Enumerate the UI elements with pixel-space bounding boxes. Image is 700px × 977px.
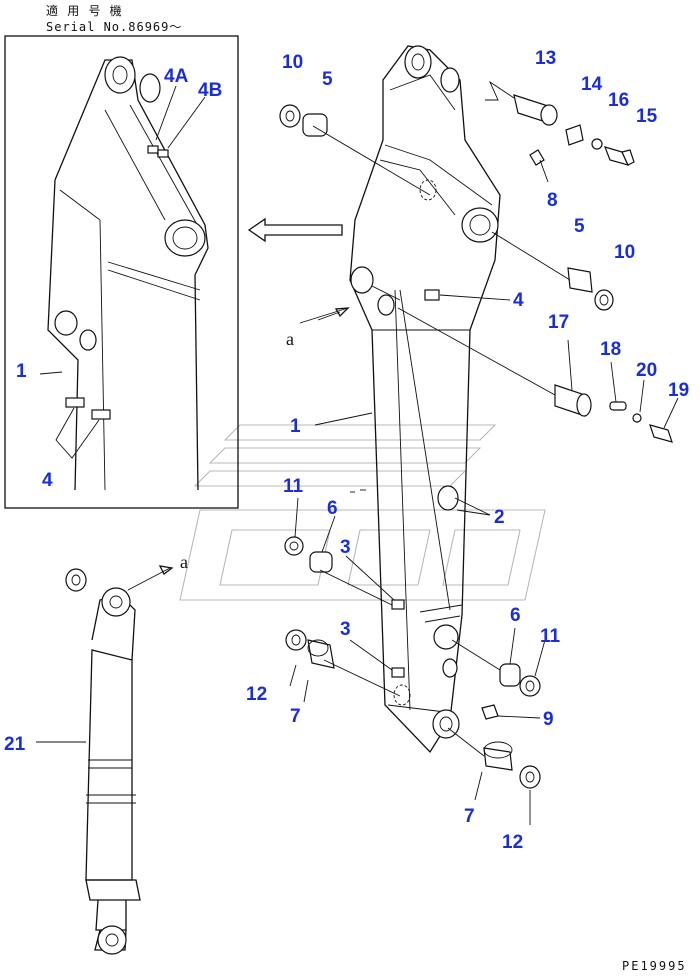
callout-label: 10	[282, 52, 303, 73]
callout-label: 4B	[198, 80, 222, 101]
callout-label: 1	[290, 416, 301, 437]
callout-label: 12	[502, 832, 523, 853]
callout-label: 4	[42, 470, 53, 491]
komatsu-logo-watermark	[179, 424, 546, 601]
callout-label: 10	[614, 242, 635, 263]
callout-label: 7	[290, 706, 301, 727]
callout-label: 14	[581, 74, 603, 95]
callout-label: 13	[535, 48, 556, 69]
callout-label: 8	[547, 190, 558, 211]
callout-label: 5	[322, 69, 333, 90]
callout-label: 20	[636, 360, 657, 381]
drawing-code: PE19995	[622, 959, 687, 973]
applicability-heading: 適 用 号 機	[46, 4, 123, 18]
callout-label: 7	[464, 806, 475, 827]
callout-label: 3	[340, 537, 351, 558]
cylinder-assembly	[65, 568, 141, 955]
callout-label: 6	[327, 498, 338, 519]
detail-inset-view	[4, 35, 239, 509]
view-marker-label: a	[286, 329, 294, 349]
callout-label: 3	[340, 619, 351, 640]
callout-label: 1	[16, 361, 27, 382]
leader-lines	[36, 80, 679, 825]
callout-label: 9	[543, 709, 554, 730]
callout-label: 11	[283, 476, 304, 497]
callout-label: 21	[4, 734, 26, 755]
callout-label: 16	[608, 90, 629, 111]
callout-label: 17	[548, 312, 569, 333]
view-markers: a a	[158, 307, 350, 575]
callout-label: 4A	[164, 66, 189, 87]
hardware-parts	[279, 94, 673, 789]
arrow-left-icon	[247, 217, 343, 243]
serial-number: Serial No.86969～	[46, 20, 183, 34]
callout-label: 19	[668, 380, 689, 401]
part-callouts: 1 1 2 3 3 4 4 4A 4B 5 5 6 6 7 7 8 9 10 1…	[4, 48, 689, 853]
callout-label: 18	[600, 339, 621, 360]
callout-label: 5	[574, 216, 585, 237]
view-marker-label: a	[180, 552, 188, 572]
callout-label: 11	[540, 626, 561, 647]
callout-label: 12	[246, 684, 267, 705]
callout-label: 2	[494, 507, 505, 528]
callout-label: 6	[510, 605, 521, 626]
callout-label: 4	[513, 290, 524, 311]
arm-assembly	[349, 45, 501, 754]
callout-label: 15	[636, 106, 658, 127]
